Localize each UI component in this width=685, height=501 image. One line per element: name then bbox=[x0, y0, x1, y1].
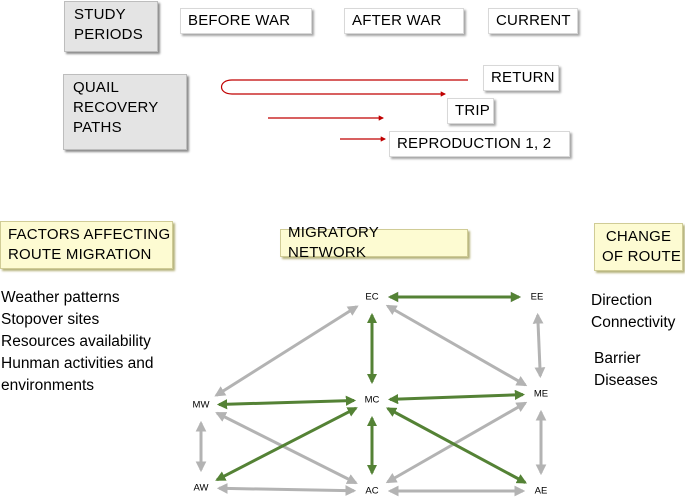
node-mw: MW bbox=[192, 399, 210, 411]
quail-recovery-paths-label: QUAIL RECOVERY PATHS bbox=[63, 74, 187, 150]
change-of-route-title-line-2: OF ROUTE bbox=[602, 248, 682, 265]
green-links-group bbox=[215, 291, 527, 484]
link-aw-mc bbox=[215, 406, 358, 482]
node-me: ME bbox=[533, 388, 549, 400]
return-path-arrow bbox=[220, 79, 468, 97]
link-mw-ec bbox=[214, 305, 359, 397]
quail-label-line-2: RECOVERY bbox=[73, 99, 159, 116]
change-item: Diseases bbox=[594, 372, 658, 389]
change-item: Direction bbox=[591, 292, 653, 309]
factors-title-line-1: FACTORS AFFECTING bbox=[8, 226, 171, 243]
quail-label-line-1: QUAIL bbox=[73, 79, 120, 96]
migratory-network-title-box: MIGRATORY NETWORK bbox=[280, 224, 468, 261]
node-ec: EC bbox=[365, 291, 379, 303]
stage-return: RETURN bbox=[483, 65, 559, 91]
study-periods-label-line-1: STUDY bbox=[74, 6, 126, 23]
change-of-route-list-bottom: Barrier Diseases bbox=[594, 348, 658, 392]
factor-item: Stopover sites bbox=[1, 311, 100, 328]
period-after-war-label: AFTER WAR bbox=[352, 12, 442, 29]
factors-title-line-2: ROUTE MIGRATION bbox=[8, 246, 152, 263]
stage-trip: TRIP bbox=[447, 98, 494, 124]
period-before-war: BEFORE WAR bbox=[180, 8, 312, 34]
change-of-route-list-top: Direction Connectivity bbox=[591, 290, 675, 334]
link-ee-me bbox=[532, 312, 546, 379]
link-aw-ac bbox=[216, 483, 357, 496]
stage-return-label: RETURN bbox=[491, 69, 555, 86]
node-mc: MC bbox=[364, 394, 380, 406]
node-aw: AW bbox=[193, 482, 209, 494]
link-mc-me bbox=[387, 389, 526, 405]
factors-title-box: FACTORS AFFECTING ROUTE MIGRATION bbox=[0, 221, 173, 269]
link-mw-mc bbox=[216, 395, 357, 410]
period-current-label: CURRENT bbox=[496, 12, 571, 29]
factor-item: Weather patterns bbox=[1, 289, 120, 306]
stage-reproduction: REPRODUCTION 1, 2 bbox=[389, 131, 570, 157]
factor-item: Hunman activities and bbox=[1, 355, 154, 372]
study-periods-label: STUDY PERIODS bbox=[64, 1, 158, 52]
change-item: Connectivity bbox=[591, 314, 676, 331]
stage-reproduction-label: REPRODUCTION 1, 2 bbox=[397, 135, 552, 152]
node-ee: EE bbox=[530, 291, 544, 303]
study-periods-label-line-2: PERIODS bbox=[74, 26, 143, 43]
node-ac: AC bbox=[365, 485, 379, 497]
factor-item: Resources availability bbox=[1, 333, 151, 350]
change-item: Barrier bbox=[594, 350, 641, 367]
period-before-war-label: BEFORE WAR bbox=[188, 12, 291, 29]
node-ae: AE bbox=[534, 485, 548, 497]
migratory-network-title: MIGRATORY NETWORK bbox=[288, 224, 379, 261]
link-mc-ae bbox=[386, 407, 527, 484]
factors-list: Weather patterns Stopover sites Resource… bbox=[1, 287, 154, 397]
period-current: CURRENT bbox=[488, 8, 578, 34]
stage-trip-label: TRIP bbox=[455, 102, 490, 119]
link-mw-ac bbox=[215, 411, 358, 485]
change-of-route-title-line-1: CHANGE bbox=[605, 228, 672, 245]
change-of-route-title-box: CHANGE OF ROUTE bbox=[594, 223, 683, 271]
factor-item: environments bbox=[1, 377, 95, 394]
period-after-war: AFTER WAR bbox=[344, 8, 464, 34]
link-ec-me bbox=[385, 304, 528, 387]
quail-label-line-3: PATHS bbox=[73, 119, 122, 136]
